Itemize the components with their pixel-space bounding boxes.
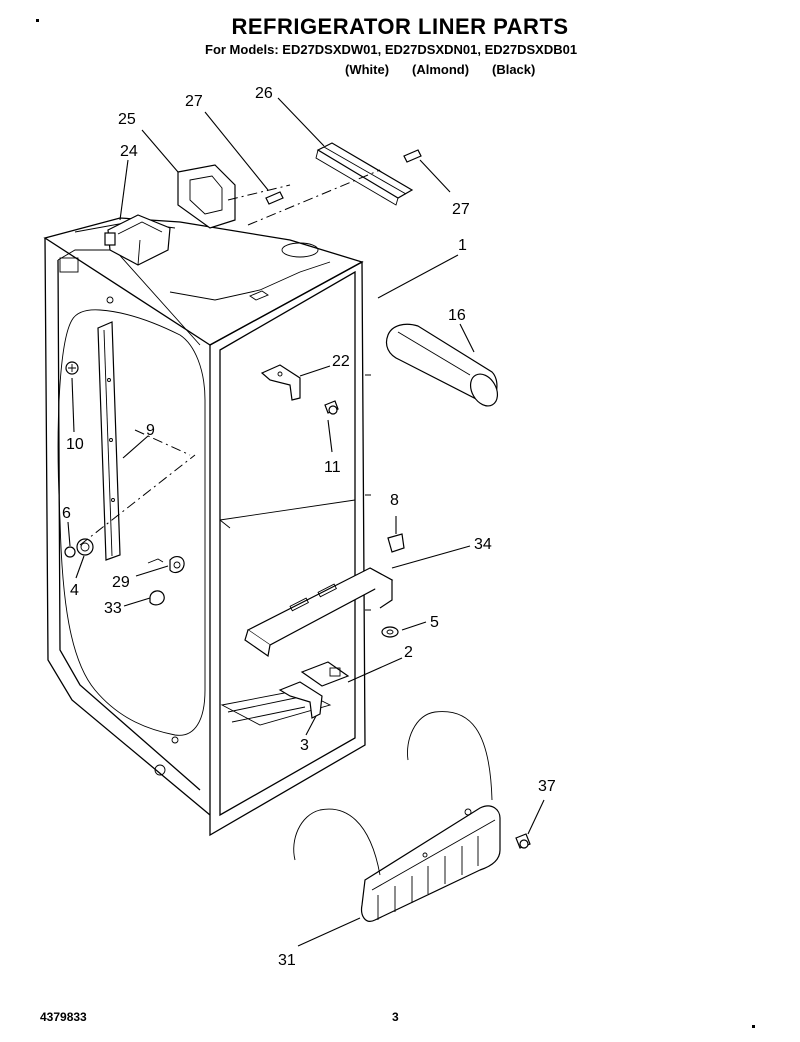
- callout-34: 34: [474, 536, 492, 553]
- callout-1: 1: [458, 237, 467, 254]
- part-24-housing: [104, 214, 171, 266]
- color-almond: (Almond): [412, 62, 470, 77]
- page-title: REFRIGERATOR LINER PARTS: [231, 14, 569, 39]
- part-31-drain-pan: [293, 711, 501, 922]
- callout-25: 25: [118, 111, 136, 128]
- liner-assembly: [43, 217, 371, 837]
- vertical-rail: [97, 321, 121, 561]
- callout-24: 24: [120, 143, 138, 160]
- callout-33: 33: [104, 600, 122, 617]
- callout-4: 4: [70, 582, 79, 599]
- part-25-bracket: [177, 164, 236, 229]
- callout-26: 26: [255, 85, 273, 102]
- callout-16: 16: [448, 307, 466, 324]
- callout-3: 3: [300, 737, 309, 754]
- part-8-clip: [387, 533, 405, 553]
- callout-29: 29: [112, 574, 130, 591]
- corner-mark-bottom-right: [752, 1025, 755, 1028]
- callout-5: 5: [430, 614, 439, 631]
- callout-11: 11: [324, 459, 341, 476]
- callout-37: 37: [538, 778, 556, 795]
- callout-6: 6: [62, 505, 71, 522]
- color-white: (White): [345, 62, 390, 77]
- callout-8: 8: [390, 492, 399, 509]
- page-number: 3: [392, 1010, 399, 1024]
- part-22-bracket: [260, 364, 339, 415]
- part-5-grommet: [381, 626, 399, 638]
- callout-9: 9: [146, 422, 155, 439]
- left-fasteners: [64, 361, 185, 606]
- screws-27: [265, 149, 422, 205]
- corner-mark-top-left: [36, 19, 39, 22]
- callout-10: 10: [66, 436, 84, 453]
- alignment-lines: [79, 169, 381, 546]
- part-2-bracket: [300, 661, 350, 687]
- callout-22: 22: [332, 353, 350, 370]
- model-list: For Models: ED27DSXDW01, ED27DSXDN01, ED…: [205, 42, 578, 57]
- color-black: (Black): [492, 62, 536, 77]
- callout-labels: 1 2 3 4 5 6 8 9 10 11 16 22 24 25 26 27 …: [62, 85, 556, 969]
- callout-27-right: 27: [452, 201, 470, 218]
- callout-27-top: 27: [185, 93, 203, 110]
- part-34-cover: [244, 567, 394, 658]
- part-37-screw: [515, 833, 531, 849]
- document-number: 4379833: [40, 1010, 87, 1024]
- callout-2: 2: [404, 644, 413, 661]
- leader-lines: [67, 97, 545, 947]
- callout-31: 31: [278, 952, 296, 969]
- part-26-channel: [315, 142, 414, 206]
- part-16-duct: [385, 323, 499, 407]
